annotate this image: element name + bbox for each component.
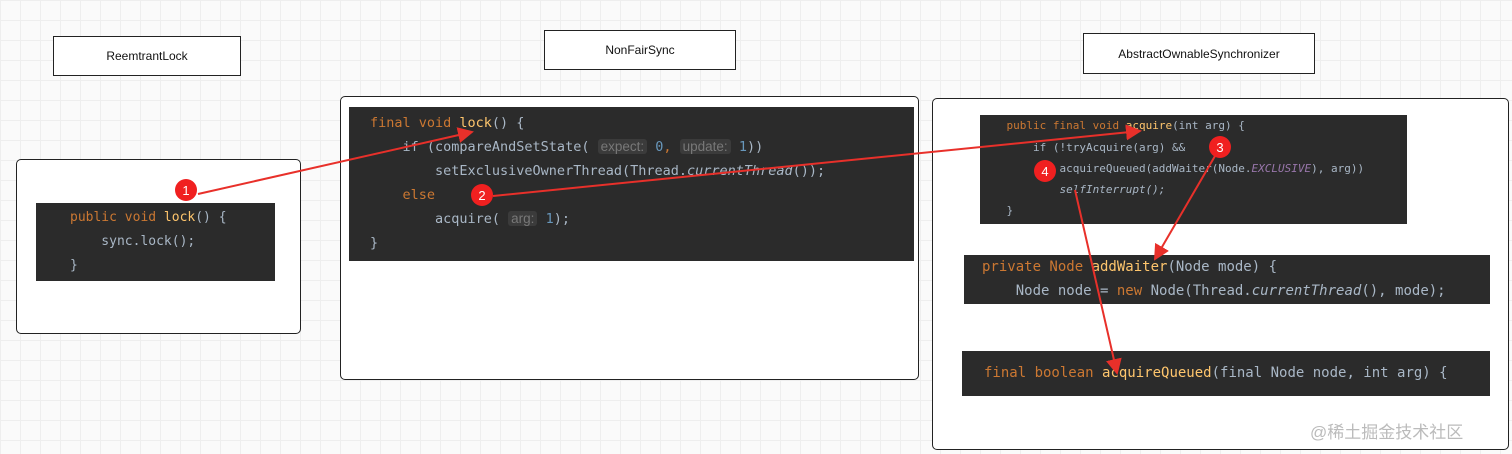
method: lock — [163, 210, 196, 225]
code: , — [663, 139, 680, 155]
arrow-4 — [1074, 189, 1122, 375]
kw: private Node — [982, 259, 1092, 275]
code-line: if (!tryAcquire(arg) && — [980, 141, 1186, 154]
constant: EXCLUSIVE — [1251, 162, 1312, 175]
code: ()); — [792, 163, 826, 179]
code: acquireQueued(addWaiter(Node. — [980, 162, 1252, 175]
code-nonfair-lock: final void lock() { if (compareAndSetSta… — [349, 107, 914, 261]
code-line: } — [980, 204, 1014, 217]
method: lock — [459, 115, 492, 131]
arrow-1 — [197, 127, 474, 195]
code-reentrant-lock: public void lock() { sync.lock();} — [36, 203, 275, 281]
code-line: } — [70, 258, 78, 273]
num: 1 — [730, 139, 747, 155]
code: )) — [746, 139, 764, 155]
num: 0 — [647, 139, 664, 155]
code-addwaiter: private Node addWaiter(Node mode) { Node… — [964, 255, 1490, 304]
method: addWaiter — [1091, 259, 1168, 275]
code-line: selfInterrupt(); — [980, 183, 1166, 196]
label-text: NonFairSync — [605, 43, 675, 57]
param-hint: expect: — [597, 139, 648, 154]
code: (final Node node, int arg) { — [1211, 365, 1448, 381]
code: setExclusiveOwnerThread(Thread. — [370, 163, 687, 179]
class-label-nonfairsync: NonFairSync — [544, 30, 736, 70]
code: ); — [553, 211, 570, 227]
code: acquire( — [370, 211, 509, 227]
kw: new — [1116, 283, 1143, 299]
kw: public void — [70, 210, 164, 225]
code-line: } — [370, 235, 379, 251]
code-line: else — [370, 187, 436, 203]
kw: public final void — [980, 119, 1126, 132]
code: () { — [195, 210, 227, 225]
arrow-2 — [492, 124, 1142, 197]
step-marker-4: 4 — [1034, 160, 1056, 182]
arrow-3 — [1153, 155, 1216, 261]
step-marker-2: 2 — [471, 184, 493, 206]
num: 1 — [537, 211, 554, 227]
class-label-aos: AbstractOwnableSynchronizer — [1083, 33, 1315, 74]
code-acquirequeued: final boolean acquireQueued(final Node n… — [962, 351, 1490, 396]
class-label-reentrantlock: ReemtrantLock — [53, 36, 241, 76]
code-acquire: public final void acquire(int arg) { if … — [980, 115, 1407, 224]
step-marker-1: 1 — [175, 179, 197, 201]
step-marker-3: 3 — [1209, 136, 1231, 158]
label-text: ReemtrantLock — [106, 49, 188, 63]
label-text: AbstractOwnableSynchronizer — [1118, 46, 1280, 61]
method: acquireQueued — [1102, 365, 1212, 381]
code: if (compareAndSetState( — [370, 139, 598, 155]
code: Node(Thread. — [1142, 283, 1252, 299]
code: (int arg) { — [1172, 119, 1245, 132]
kw: final boolean — [984, 365, 1103, 381]
param-hint: arg: — [508, 211, 538, 226]
kw: final void — [370, 115, 460, 131]
code: (Node mode) { — [1167, 259, 1278, 275]
code: Node node = — [982, 283, 1117, 299]
code-line: sync.lock(); — [70, 234, 196, 249]
code: (), mode); — [1361, 283, 1446, 299]
param-hint: update: — [679, 139, 731, 154]
code: currentThread — [1251, 283, 1362, 299]
code: ), arg)) — [1311, 162, 1365, 175]
code: () { — [491, 115, 525, 131]
watermark: @稀土掘金技术社区 — [1310, 423, 1464, 442]
